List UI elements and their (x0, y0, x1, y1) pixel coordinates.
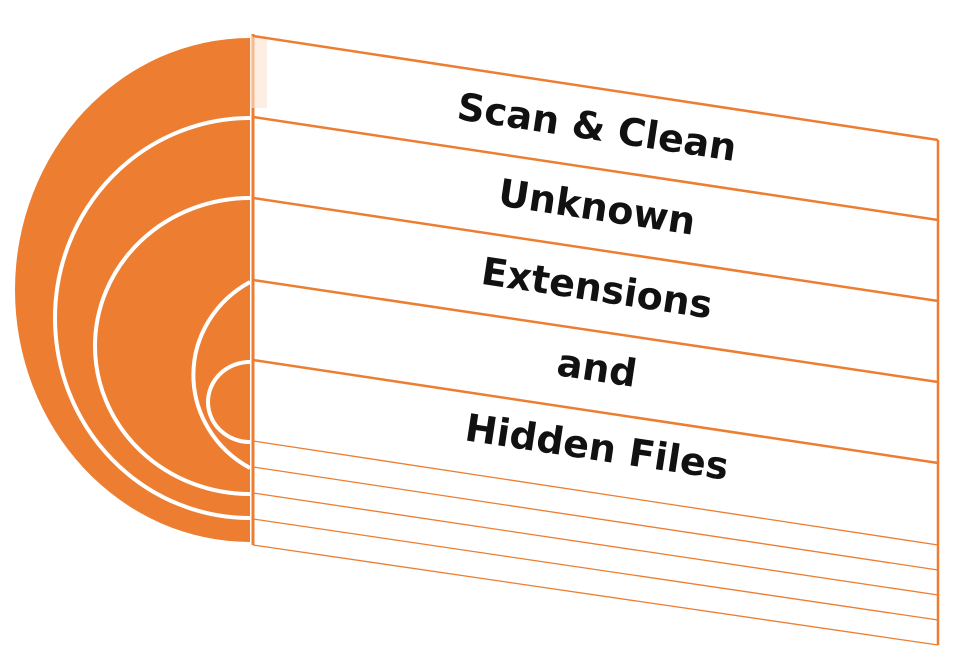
band-line-2 (252, 115, 939, 222)
lower-stripes (252, 440, 939, 646)
concentric-rings (53, 116, 251, 520)
stripe-4 (252, 518, 939, 621)
ring-1 (53, 116, 251, 520)
stripe-3 (252, 492, 939, 596)
stripe-5 (252, 544, 939, 646)
label-hidden-files: Hidden Files (462, 406, 731, 489)
label-scan-clean: Scan & Clean (454, 84, 739, 170)
label-extensions: Extensions (479, 249, 716, 327)
ring-4 (206, 360, 251, 444)
band-line-4 (252, 278, 939, 384)
band-line-5 (252, 358, 939, 465)
stripe-1 (252, 440, 939, 546)
stripe-2 (252, 466, 939, 571)
label-unknown: Unknown (496, 171, 699, 244)
ring-2 (93, 196, 251, 496)
slab-left-highlight (250, 36, 267, 108)
ring-3 (191, 280, 251, 470)
band-line-3 (252, 196, 939, 303)
orange-half-disc (15, 38, 250, 542)
slanted-slab (252, 34, 940, 645)
band-line-1 (252, 34, 939, 142)
label-and: and (554, 340, 640, 395)
